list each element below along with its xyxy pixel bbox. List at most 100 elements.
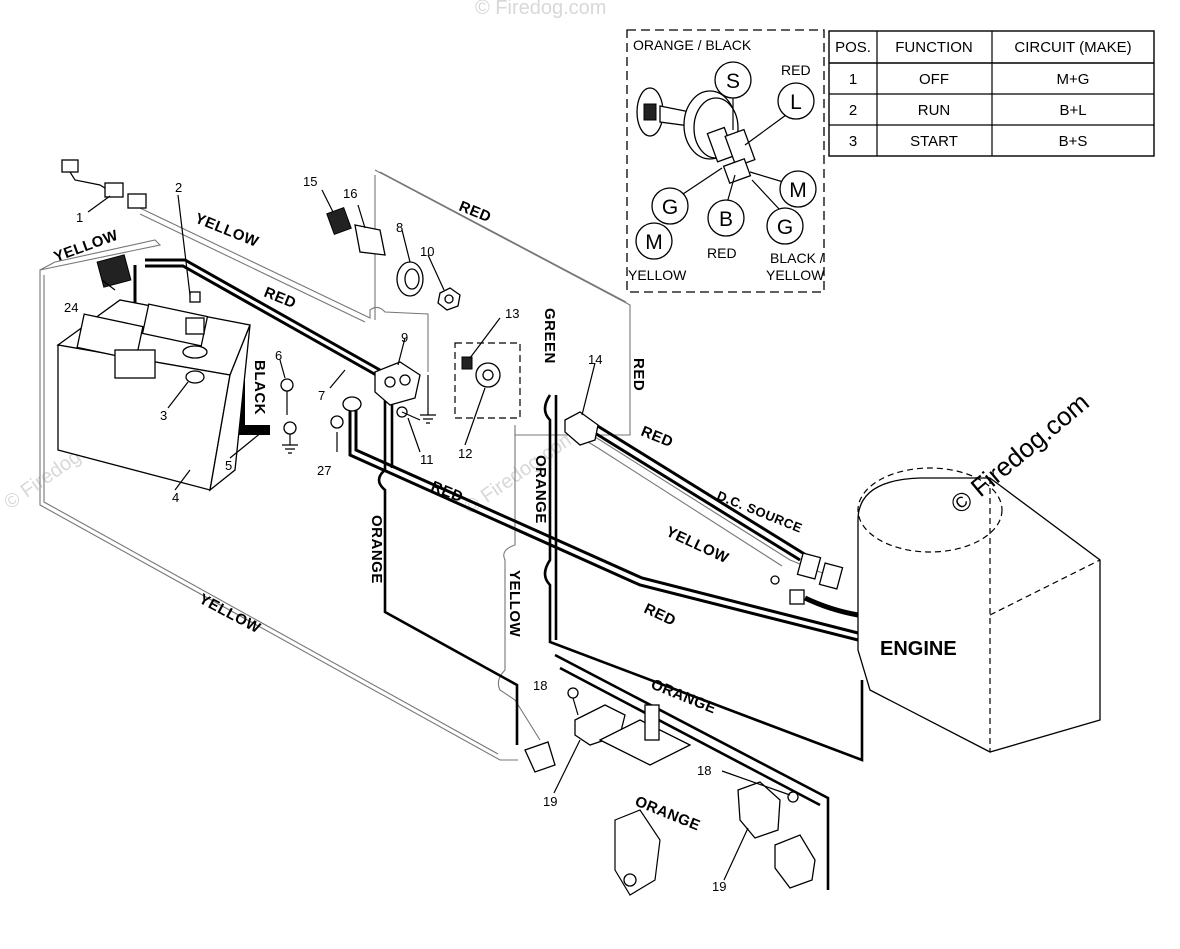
screw-18-lower [787, 791, 799, 803]
connector-14 [564, 411, 599, 446]
svg-text:YELLOW: YELLOW [506, 570, 523, 638]
svg-text:ORANGE: ORANGE [368, 515, 385, 584]
part-number: 8 [396, 220, 403, 235]
table-header: FUNCTION [895, 39, 973, 56]
ignition-key-icon [636, 87, 756, 185]
table-cell: 2 [849, 102, 857, 119]
switch-19-upper [574, 704, 692, 766]
part-number: 3 [160, 408, 167, 423]
terminal-b: B [707, 199, 745, 237]
svg-text:G: G [662, 196, 678, 219]
svg-text:RED: RED [781, 62, 811, 78]
terminal-s: S [714, 61, 752, 99]
svg-text:YELLOW: YELLOW [663, 523, 731, 567]
wing-nut-3 [185, 370, 205, 384]
table-cell: 1 [849, 71, 857, 88]
part-number: 18 [533, 678, 547, 693]
wires [39, 169, 864, 890]
part-number: 4 [172, 490, 179, 505]
svg-text:BLACK /: BLACK / [770, 250, 824, 266]
part-number: 19 [543, 794, 557, 809]
svg-text:© Firedog.com: © Firedog.com [475, 0, 606, 19]
switch-19-lower [737, 781, 816, 889]
part-number: 10 [420, 244, 434, 259]
solenoid-9 [374, 361, 421, 406]
table-cell: RUN [918, 102, 951, 119]
bracket-lower [614, 809, 661, 896]
star-washer-27 [330, 396, 362, 429]
svg-text:RED: RED [639, 423, 676, 451]
svg-text:ORANGE / BLACK: ORANGE / BLACK [633, 37, 752, 53]
svg-text:RED: RED [707, 245, 737, 261]
bezel-8 [396, 261, 424, 297]
wire-labels: YELLOW YELLOW YELLOW YELLOW YELLOW RED R… [52, 198, 805, 835]
ignition-switch-12 [454, 342, 521, 419]
svg-text:GREEN: GREEN [541, 308, 558, 364]
screw-11 [396, 406, 421, 421]
part-number: 24 [64, 300, 78, 315]
svg-text:RED: RED [429, 478, 466, 506]
part-number: 6 [275, 348, 282, 363]
svg-text:BLACK: BLACK [251, 360, 268, 415]
table-cell: M+G [1057, 71, 1090, 88]
svg-text:YELLOW: YELLOW [766, 267, 825, 283]
part-number: 15 [303, 174, 317, 189]
svg-text:RED: RED [630, 358, 647, 391]
part-number: 18 [697, 763, 711, 778]
connector-yellow-end [524, 741, 556, 773]
svg-text:G: G [777, 216, 793, 239]
table-cell: B+S [1059, 133, 1088, 150]
part-number: 1 [76, 210, 83, 225]
part-number: 16 [343, 186, 357, 201]
svg-text:YELLOW: YELLOW [628, 267, 687, 283]
svg-text:M: M [789, 179, 807, 202]
screw-6 [280, 378, 294, 415]
part-number: 11 [420, 452, 434, 467]
key-switch-detail: ORANGE / BLACK S L M [626, 29, 825, 293]
key-holder-16 [354, 224, 386, 256]
key-15 [326, 206, 352, 236]
terminal-l: L [777, 82, 815, 120]
part-number: 27 [317, 463, 331, 478]
terminal-m-right: M [779, 170, 817, 208]
part-number: 13 [505, 306, 519, 321]
svg-text:D.C. SOURCE: D.C. SOURCE [715, 488, 805, 536]
svg-text:M: M [645, 231, 663, 254]
ground-5 [282, 421, 298, 454]
table-cell: START [910, 133, 958, 150]
svg-text:L: L [790, 91, 802, 114]
part-number: 5 [225, 458, 232, 473]
svg-text:YELLOW: YELLOW [196, 591, 264, 638]
bolt-2 [182, 291, 208, 359]
terminal-g-left: G [651, 187, 689, 225]
terminal-cover-24 [96, 254, 132, 288]
svg-text:S: S [726, 70, 740, 93]
svg-text:RED: RED [641, 600, 678, 629]
part-number: 9 [401, 330, 408, 345]
part-number: 2 [175, 180, 182, 195]
table-header: POS. [835, 39, 871, 56]
svg-text:ENGINE: ENGINE [880, 638, 957, 660]
part-number: 14 [588, 352, 602, 367]
part-numbers: 1 2 3 4 5 6 7 8 9 10 11 12 13 14 15 16 1… [64, 174, 726, 894]
table-cell: 3 [849, 133, 857, 150]
part-number: 7 [318, 388, 325, 403]
svg-text:YELLOW: YELLOW [193, 210, 262, 251]
table-header: CIRCUIT (MAKE) [1014, 39, 1131, 56]
part-number: 12 [458, 446, 472, 461]
nut-10 [437, 287, 461, 311]
dc-source-connector [770, 552, 859, 618]
svg-text:B: B [719, 208, 733, 231]
terminal-g-right: G [766, 207, 804, 245]
leader-lines [87, 189, 791, 881]
table-cell: B+L [1059, 102, 1086, 119]
svg-text:ORANGE: ORANGE [532, 455, 549, 524]
switch-position-table: POS. FUNCTION CIRCUIT (MAKE) 1 OFF M+G 2… [828, 30, 1155, 157]
connector-1 [61, 159, 147, 209]
terminal-m-left: M [635, 222, 673, 260]
screw-18-upper [567, 687, 579, 716]
ground-symbol [420, 375, 436, 424]
part-number: 19 [712, 879, 726, 894]
engine: ENGINE [857, 467, 1101, 753]
